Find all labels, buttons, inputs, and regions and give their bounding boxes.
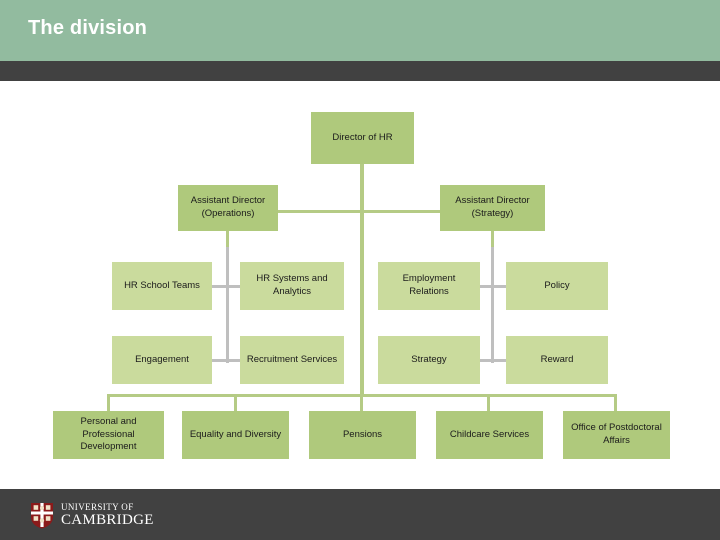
node-label: Pensions xyxy=(342,428,383,440)
page-title: The division xyxy=(28,17,148,39)
node-label: HR School Teams xyxy=(124,279,200,291)
node-label: Recruitment Services xyxy=(246,353,338,365)
node-label: Director of HR xyxy=(332,131,393,143)
node-label: Personal and Professional Development xyxy=(80,415,137,453)
node-director-of-hr[interactable]: Director of HR xyxy=(311,112,414,164)
node-personal-and-professional-development[interactable]: Personal and Professional Development xyxy=(53,411,164,459)
node-label: Policy xyxy=(544,279,570,291)
cambridge-logo: UNIVERSITY OF CAMBRIDGE xyxy=(30,502,154,529)
org-chart: Director of HR Assistant Director (Opera… xyxy=(0,81,720,489)
node-office-of-postdoctoral-affairs[interactable]: Office of Postdoctoral Affairs xyxy=(563,411,670,459)
connector-strategy-team-stub xyxy=(478,359,508,362)
connector-operations-drop xyxy=(226,231,229,247)
logo-line-cambridge: CAMBRIDGE xyxy=(61,512,154,528)
connector-drop-pensions xyxy=(360,394,363,411)
node-assistant-director-operations[interactable]: Assistant Director (Operations) xyxy=(178,185,278,231)
node-strategy[interactable]: Strategy xyxy=(378,336,480,384)
connector-director-trunk xyxy=(360,164,364,396)
connector-hr-school-teams-stub xyxy=(212,285,242,288)
node-assistant-director-strategy[interactable]: Assistant Director (Strategy) xyxy=(440,185,545,231)
connector-assistant-crossbar xyxy=(212,210,512,213)
node-label: Engagement xyxy=(135,353,189,365)
node-equality-and-diversity[interactable]: Equality and Diversity xyxy=(182,411,289,459)
connector-strategy-spine xyxy=(491,247,494,363)
node-label: Reward xyxy=(540,353,574,365)
node-childcare-services[interactable]: Childcare Services xyxy=(436,411,543,459)
connector-drop-ppd xyxy=(107,394,110,411)
header-divider-bar xyxy=(0,61,720,81)
node-policy[interactable]: Policy xyxy=(506,262,608,310)
node-hr-school-teams[interactable]: HR School Teams xyxy=(112,262,212,310)
node-label: Childcare Services xyxy=(449,428,530,440)
node-reward[interactable]: Reward xyxy=(506,336,608,384)
connector-employment-relations-stub xyxy=(478,285,508,288)
footer-band xyxy=(0,489,720,540)
logo-line-university-of: UNIVERSITY OF xyxy=(61,502,134,512)
node-label: Equality and Diversity xyxy=(189,428,282,440)
node-label: Office of Postdoctoral Affairs xyxy=(571,422,662,446)
node-employment-relations[interactable]: Employment Relations xyxy=(378,262,480,310)
connector-drop-childcare xyxy=(487,394,490,411)
cambridge-crest-icon xyxy=(30,502,54,529)
node-engagement[interactable]: Engagement xyxy=(112,336,212,384)
connector-drop-postdoctoral xyxy=(614,394,617,411)
node-label: HR Systems and Analytics xyxy=(256,273,328,297)
connector-engagement-stub xyxy=(212,359,242,362)
node-label: Assistant Director (Strategy) xyxy=(455,195,530,219)
cambridge-wordmark: UNIVERSITY OF CAMBRIDGE xyxy=(61,503,154,528)
node-label: Strategy xyxy=(411,353,447,365)
connector-drop-equality xyxy=(234,394,237,411)
connector-strategy-drop xyxy=(491,231,494,247)
node-recruitment-services[interactable]: Recruitment Services xyxy=(240,336,344,384)
header-band xyxy=(0,0,720,61)
node-label: Employment Relations xyxy=(402,273,456,297)
connector-operations-spine xyxy=(226,247,229,363)
node-hr-systems-and-analytics[interactable]: HR Systems and Analytics xyxy=(240,262,344,310)
node-pensions[interactable]: Pensions xyxy=(309,411,416,459)
node-label: Assistant Director (Operations) xyxy=(190,195,266,219)
